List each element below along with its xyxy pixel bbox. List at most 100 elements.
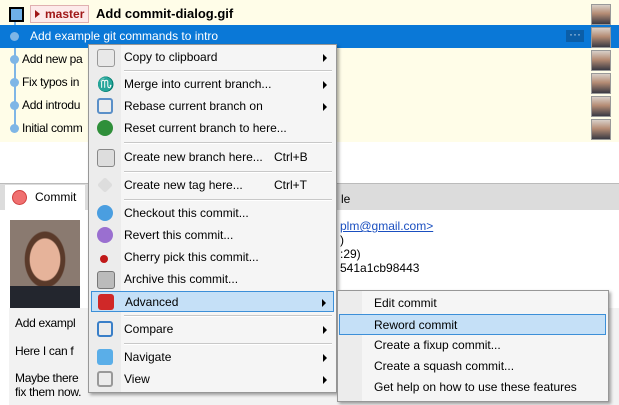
menu-item-create-tag[interactable]: Create new tag here...Ctrl+T — [91, 175, 334, 196]
commit-row-head[interactable]: master Add commit-dialog.gif — [0, 2, 619, 25]
menu-item-navigate[interactable]: Navigate — [91, 347, 334, 368]
compare-icon — [97, 321, 113, 337]
submenu-arrow-icon — [323, 376, 327, 384]
menu-item-label: Navigate — [124, 350, 172, 364]
tab-label-partial[interactable]: le — [341, 192, 351, 206]
menu-item-label: Revert this commit... — [124, 228, 234, 242]
menu-item-label: Compare — [124, 322, 174, 336]
menu-item-merge[interactable]: ♏Merge into current branch... — [91, 74, 334, 95]
menu-item-label: View — [124, 372, 150, 386]
commit-title: Initial comm — [22, 121, 83, 135]
avatar — [591, 119, 611, 140]
menu-item-checkout[interactable]: Checkout this commit... — [91, 203, 334, 224]
menu-separator — [124, 142, 332, 144]
commit-icon — [12, 190, 27, 205]
branch-arrow-icon — [35, 10, 40, 18]
commit-row[interactable]: Fix typos in — [0, 71, 619, 94]
menu-item-revert[interactable]: Revert this commit... — [91, 225, 334, 246]
checkout-icon — [97, 205, 113, 221]
submenu-arrow-icon — [322, 299, 326, 307]
menu-item-advanced[interactable]: Advanced — [91, 291, 334, 312]
branch-name: master — [45, 7, 85, 21]
avatar — [591, 27, 611, 48]
menu-item-label: Advanced — [125, 295, 179, 309]
menu-item-label: Edit commit — [374, 296, 437, 310]
rebase-icon — [97, 98, 113, 114]
commit-node-icon — [10, 124, 19, 133]
author-photo — [10, 220, 80, 308]
commit-date: :29) — [340, 247, 361, 261]
submenu-item-fixup-commit[interactable]: Create a fixup commit... — [340, 335, 606, 356]
menu-separator — [124, 315, 332, 317]
commit-node-icon — [10, 55, 19, 64]
message-line: fix them now. — [15, 385, 82, 399]
submenu-arrow-icon — [323, 81, 327, 89]
submenu-item-edit-commit[interactable]: Edit commit — [340, 293, 606, 314]
menu-item-label: Copy to clipboard — [124, 50, 218, 64]
tag-icon — [97, 177, 113, 193]
archive-icon — [97, 271, 115, 289]
menu-item-view[interactable]: View — [91, 369, 334, 390]
toolbox-icon — [98, 294, 114, 310]
more-button[interactable]: ··· — [566, 28, 584, 42]
menu-item-archive[interactable]: Archive this commit... — [91, 269, 334, 290]
commit-row[interactable]: Add introdu — [0, 94, 619, 117]
menu-item-copy-to-clipboard[interactable]: Copy to clipboard — [91, 47, 334, 68]
menu-item-rebase[interactable]: Rebase current branch on — [91, 96, 334, 117]
avatar — [591, 96, 611, 117]
submenu-arrow-icon — [323, 103, 327, 111]
shortcut: Ctrl+B — [274, 150, 308, 164]
context-menu: Copy to clipboard ♏Merge into current br… — [88, 44, 337, 393]
commit-node-icon — [10, 101, 19, 110]
copy-icon — [97, 49, 115, 67]
menu-item-label: Archive this commit... — [124, 272, 239, 286]
menu-item-reset[interactable]: Reset current branch to here... — [91, 118, 334, 139]
advanced-submenu: Edit commit Reword commit Create a fixup… — [337, 290, 609, 402]
commit-title: Add commit-dialog.gif — [96, 6, 234, 21]
branch-label[interactable]: master — [30, 5, 90, 23]
view-icon — [97, 371, 113, 387]
avatar — [591, 50, 611, 71]
head-node-icon — [9, 7, 24, 22]
menu-item-label: Create a fixup commit... — [374, 338, 501, 352]
menu-item-create-branch[interactable]: Create new branch here... Ctrl+B — [91, 147, 334, 168]
commit-hash: 541a1cb98443 — [340, 261, 420, 275]
submenu-item-squash-commit[interactable]: Create a squash commit... — [340, 356, 606, 377]
branch-icon — [97, 149, 115, 167]
cherry-icon — [100, 255, 108, 263]
menu-item-label: Rebase current branch on — [124, 99, 263, 113]
commit-row-selected[interactable]: Add example git commands to intro ··· — [0, 25, 619, 48]
menu-item-label: Cherry pick this commit... — [124, 250, 259, 264]
menu-item-compare[interactable]: Compare — [91, 319, 334, 340]
graph-line — [14, 20, 16, 130]
menu-item-label: Create new branch here... — [124, 150, 263, 164]
commit-row[interactable]: Initial comm — [0, 117, 619, 140]
revert-icon — [97, 227, 113, 243]
avatar — [591, 73, 611, 94]
commit-row[interactable]: Add new pa — [0, 48, 619, 71]
author-email-link[interactable]: plm@gmail.com> — [340, 219, 434, 233]
message-line: Here I can f — [15, 344, 74, 358]
commit-title: Add example git commands to intro — [30, 29, 219, 43]
commit-title: Add introdu — [22, 98, 81, 112]
submenu-arrow-icon — [323, 354, 327, 362]
menu-separator — [124, 343, 332, 345]
menu-separator — [124, 70, 332, 72]
submenu-item-help[interactable]: Get help on how to use these features — [340, 377, 606, 398]
message-line: Add exampl — [15, 316, 76, 330]
menu-item-cherry-pick[interactable]: Cherry pick this commit... — [91, 247, 334, 268]
menu-item-label: Reset current branch to here... — [124, 121, 287, 135]
reset-icon — [97, 120, 113, 136]
tab-commit[interactable]: Commit — [5, 185, 85, 210]
menu-separator — [124, 171, 332, 173]
commit-title: Fix typos in — [22, 75, 80, 89]
message-line: Maybe there — [15, 371, 79, 385]
commit-node-icon — [10, 78, 19, 87]
menu-item-label: Create a squash commit... — [374, 359, 515, 373]
submenu-arrow-icon — [323, 326, 327, 334]
commit-title: Add new pa — [22, 52, 83, 66]
shortcut: Ctrl+T — [274, 178, 307, 192]
author-date: ) — [340, 233, 344, 247]
submenu-item-reword-commit[interactable]: Reword commit — [339, 314, 606, 335]
avatar — [591, 4, 611, 25]
